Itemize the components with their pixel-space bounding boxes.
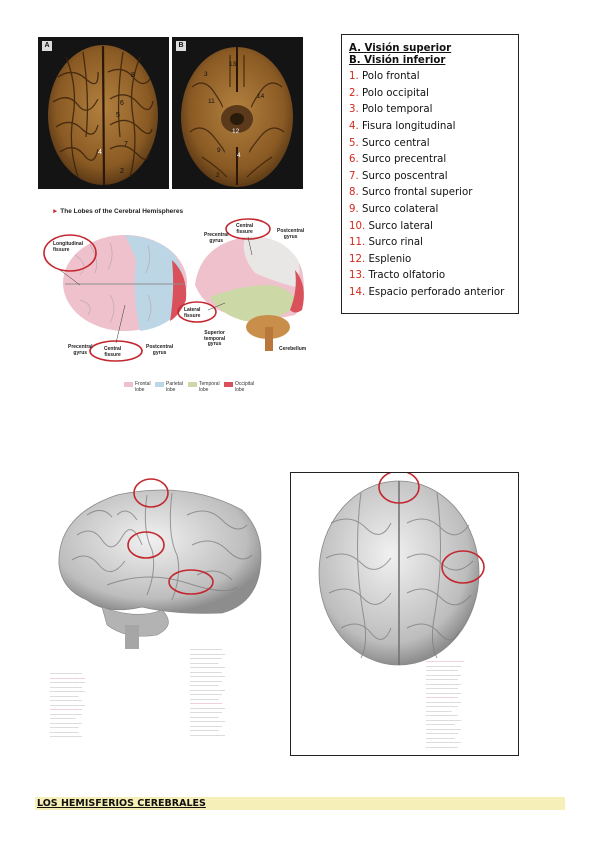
superior-brain-illustration	[38, 37, 169, 189]
lobe-swatch-parietal	[155, 382, 164, 387]
photo-number: 5	[116, 112, 120, 119]
legend-item: 8. Surco frontal superior	[349, 187, 473, 199]
plate-legend-right: ————————————————————————————————————————…	[190, 647, 226, 737]
panel-letter-b: B	[176, 41, 186, 51]
photo-number: 13	[229, 61, 237, 68]
photo-number: 4	[98, 149, 102, 156]
plate-legend-superior: ————————————————————————————————————————…	[426, 659, 465, 749]
footer-bar: LOS HEMISFERIOS CEREBRALES	[35, 797, 565, 810]
legend-item: 14. Espacio perforado anterior	[349, 286, 505, 298]
arrow-right-icon: ►	[52, 208, 59, 215]
legend-header-b: B. Visión inferior	[349, 54, 446, 66]
photo-number: 3	[204, 71, 208, 78]
footer-title: LOS HEMISFERIOS CEREBRALES	[37, 798, 206, 809]
lobes-diagram	[43, 218, 304, 362]
photo-number: 14	[257, 93, 265, 100]
legend-item: 10. Surco lateral	[349, 220, 434, 232]
lobes-figure-title: ► The Lobes of the Cerebral Hemispheres	[52, 208, 184, 215]
superior-brain-plate: ————————————————————————————————————————…	[290, 470, 519, 756]
legend-item: 3. Polo temporal	[349, 104, 433, 116]
legend-item: 6. Surco precentral	[349, 154, 447, 166]
label-cerebellum: Cerebellum	[279, 346, 307, 352]
lobe-swatch-occipital	[224, 382, 233, 387]
legend-item: 13. Tracto olfatorio	[349, 270, 446, 282]
lateral-brain-plate: ————————————————————————————————————————…	[47, 475, 267, 760]
photo-number: 6	[120, 100, 124, 107]
lateral-brain-illustration	[58, 478, 262, 649]
photo-number: 2	[216, 172, 220, 179]
legend-item: 5. Surco central	[349, 137, 430, 149]
legend-item: 2. Polo occipital	[349, 87, 429, 99]
photo-superior-view: A 8 6 5 4 7 2	[38, 37, 169, 189]
photo-number: 9	[217, 147, 221, 154]
lobe-swatch-temporal	[188, 382, 197, 387]
photo-number: 12	[232, 128, 240, 135]
legend-list: A. Visión superior B. Visión inferior 1.…	[349, 41, 504, 302]
legend-header-a: A. Visión superior	[349, 43, 452, 54]
inferior-brain-illustration	[172, 37, 303, 189]
legend-item: 11. Surco rinal	[349, 237, 423, 249]
photo-number: 1	[273, 53, 277, 60]
legend-box: A. Visión superior B. Visión inferior 1.…	[341, 34, 519, 314]
photo-number: 2	[120, 168, 124, 175]
plate-legend-left: ————————————————————————————————————————…	[50, 671, 86, 738]
superior-brain-gray-illustration	[318, 470, 485, 666]
photo-inferior-view: B 13 1 3 11 14 12 9 4 2	[172, 37, 303, 189]
photo-number: 7	[124, 141, 128, 148]
legend-item: 4. Fisura longitudinal	[349, 120, 456, 132]
photo-number: 11	[208, 98, 215, 105]
lobe-swatch-frontal	[124, 382, 133, 387]
lateral-lobes-brain	[195, 236, 304, 351]
legend-item: 7. Surco poscentral	[349, 170, 448, 182]
legend-item: 9. Surco colateral	[349, 203, 439, 215]
legend-item: 1. Polo frontal	[349, 71, 420, 83]
legend-item: 12. Esplenio	[349, 253, 412, 265]
photo-number: 8	[131, 72, 135, 79]
photo-number: 4	[237, 152, 241, 159]
panel-letter-a: A	[42, 41, 52, 51]
